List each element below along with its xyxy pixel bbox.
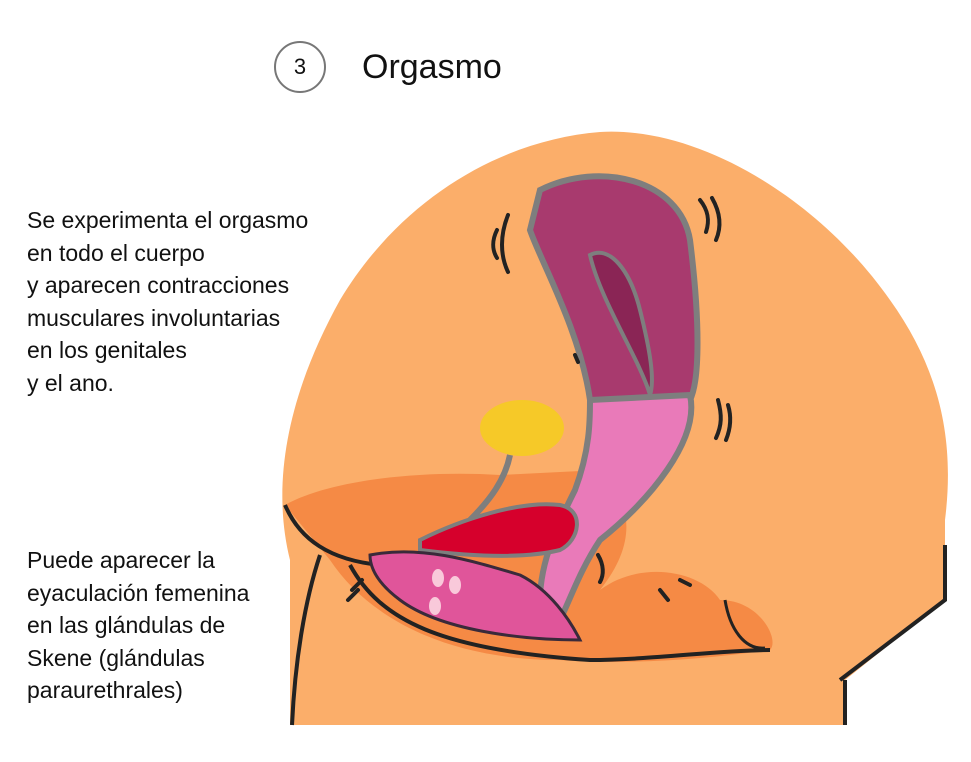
step-number-badge: 3 <box>274 41 326 93</box>
buttock-line <box>723 599 766 650</box>
vulva <box>368 550 583 642</box>
orgasm-description: Se experimenta el orgasmo en todo el cue… <box>27 207 309 396</box>
page-title: Orgasmo <box>362 48 502 86</box>
uterine-cavity <box>587 251 654 402</box>
pelvic-region <box>285 470 773 662</box>
ejaculation-description: Puede aparecer la eyaculación femenina e… <box>27 547 250 703</box>
skene-gland-drops <box>429 569 461 615</box>
clitoris <box>418 502 579 558</box>
body-outline <box>283 504 947 726</box>
contraction-marks <box>346 196 733 602</box>
bladder <box>480 400 564 456</box>
urethra <box>467 454 513 523</box>
